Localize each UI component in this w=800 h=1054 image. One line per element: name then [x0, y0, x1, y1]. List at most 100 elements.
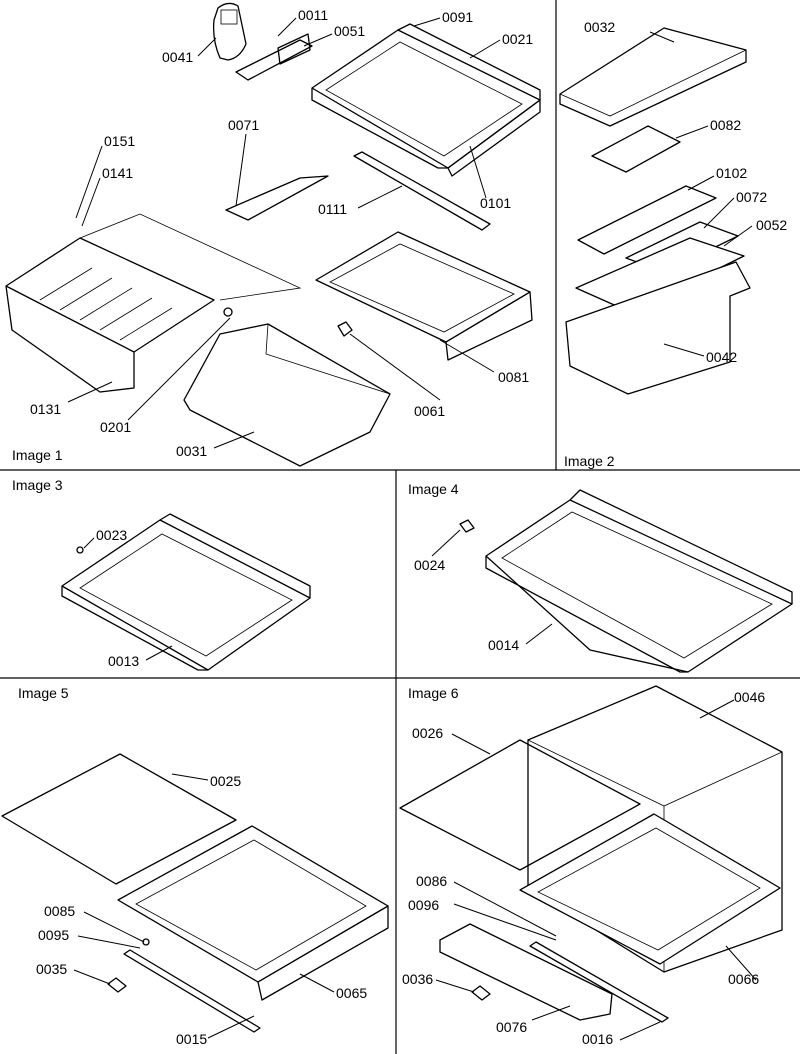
part-screw-23 — [76, 546, 84, 554]
part-label: 0065 — [336, 985, 367, 1001]
leader-lines — [67, 17, 757, 1041]
part-label: 0021 — [502, 31, 533, 47]
part-label: 0032 — [584, 19, 615, 35]
part-stop-24 — [459, 519, 475, 533]
part-bracket-82 — [591, 125, 681, 173]
part-label: 0035 — [36, 961, 67, 977]
part-label: 0015 — [176, 1031, 207, 1047]
panel-title-3: Image 3 — [12, 477, 63, 493]
part-label: 0141 — [102, 165, 133, 181]
part-top-shelf-rail — [397, 23, 541, 100]
part-frame-66 — [519, 813, 781, 965]
part-label: 0014 — [488, 637, 519, 653]
part-crisper-drawer — [5, 237, 215, 393]
part-meat-drawer — [183, 323, 391, 467]
part-label: 0102 — [716, 165, 747, 181]
part-strip-16 — [529, 941, 669, 1023]
part-shelf-4 — [485, 499, 793, 673]
part-label: 0061 — [414, 403, 445, 419]
part-label: 0131 — [30, 401, 61, 417]
part-egg-tray — [575, 237, 745, 313]
part-label: 0091 — [442, 9, 473, 25]
part-label: 0046 — [734, 689, 765, 705]
part-strip-15 — [123, 949, 261, 1033]
panel-image-6 — [399, 685, 783, 1023]
panel-title-2: Image 2 — [564, 453, 615, 469]
part-cover-top-edge — [559, 49, 747, 117]
part-crisper-drawer-rim — [5, 285, 135, 353]
part-label: 0081 — [498, 369, 529, 385]
part-label: 0071 — [228, 117, 259, 133]
part-label: 0031 — [176, 443, 207, 459]
part-frame-66-inner — [537, 827, 761, 951]
part-control-housing — [212, 2, 247, 61]
part-label: 0151 — [104, 133, 135, 149]
panel-image-4 — [459, 489, 793, 673]
panel-image-2 — [559, 27, 751, 395]
part-label: 0111 — [318, 201, 347, 217]
part-frame-65-side — [257, 905, 389, 1001]
panel-image-1 — [5, 2, 541, 467]
part-shelf-3-inner — [79, 533, 293, 657]
part-top-shelf-side — [447, 99, 541, 177]
part-clip-35 — [107, 977, 127, 993]
part-bin-42 — [565, 261, 751, 395]
part-label: 0076 — [496, 1019, 527, 1035]
part-label: 0023 — [96, 527, 127, 543]
panel-title-1: Image 1 — [12, 447, 63, 463]
part-label: 0085 — [44, 903, 75, 919]
part-rail — [353, 151, 491, 231]
part-shelf-3-front — [61, 586, 208, 671]
panel-image-3 — [61, 513, 311, 671]
part-top-shelf-inner — [325, 41, 523, 157]
part-label: 0024 — [414, 557, 445, 573]
part-glass-26 — [399, 739, 641, 871]
part-label: 0041 — [162, 49, 193, 65]
part-meat-drawer-front — [265, 323, 391, 395]
part-shelf-4-rail — [569, 489, 793, 604]
part-shelf-4-front — [485, 556, 688, 673]
panel-title-5: Image 5 — [18, 685, 69, 701]
part-frame-65-inner — [135, 839, 367, 971]
part-drawer-frame-side — [445, 291, 533, 361]
part-label: 0096 — [408, 897, 439, 913]
part-crisper-lid — [79, 213, 302, 301]
part-label: 0011 — [298, 7, 328, 23]
part-shelf-3-rail — [159, 513, 311, 598]
part-crisper-drawer-ribs — [39, 267, 173, 341]
part-top-shelf-front — [311, 88, 448, 169]
part-label: 0025 — [210, 773, 241, 789]
part-control-window — [220, 9, 238, 25]
part-drawer-frame-inner — [329, 243, 515, 333]
part-label: 0051 — [334, 23, 365, 39]
part-top-shelf — [311, 29, 541, 169]
part-switch-plate — [277, 33, 311, 65]
panel-image-5 — [1, 753, 389, 1033]
part-label: 0095 — [38, 927, 69, 943]
part-label: 0026 — [412, 725, 443, 741]
part-label: 0082 — [710, 117, 741, 133]
part-bar-76 — [439, 923, 613, 1021]
part-clip — [337, 321, 353, 337]
part-glass-25 — [1, 753, 237, 885]
part-label: 0042 — [706, 349, 737, 365]
panel-title-4: Image 4 — [408, 481, 459, 497]
panel-title-6: Image 6 — [408, 685, 459, 701]
part-clip-36 — [471, 985, 491, 1001]
part-cover-top — [559, 27, 747, 127]
part-label: 0101 — [480, 195, 511, 211]
part-cover-panel — [225, 175, 329, 221]
part-label: 0016 — [582, 1031, 613, 1047]
part-label: 0052 — [756, 217, 787, 233]
part-label: 0072 — [736, 189, 767, 205]
part-label: 0013 — [108, 653, 139, 669]
part-bracket — [235, 39, 313, 81]
part-knob — [223, 307, 233, 317]
part-frame-102 — [577, 185, 717, 255]
part-label: 0036 — [402, 971, 433, 987]
part-shelf-4-inner — [501, 511, 773, 659]
part-label: 0066 — [728, 971, 759, 987]
part-label: 0201 — [100, 419, 131, 435]
part-label: 0086 — [416, 873, 447, 889]
